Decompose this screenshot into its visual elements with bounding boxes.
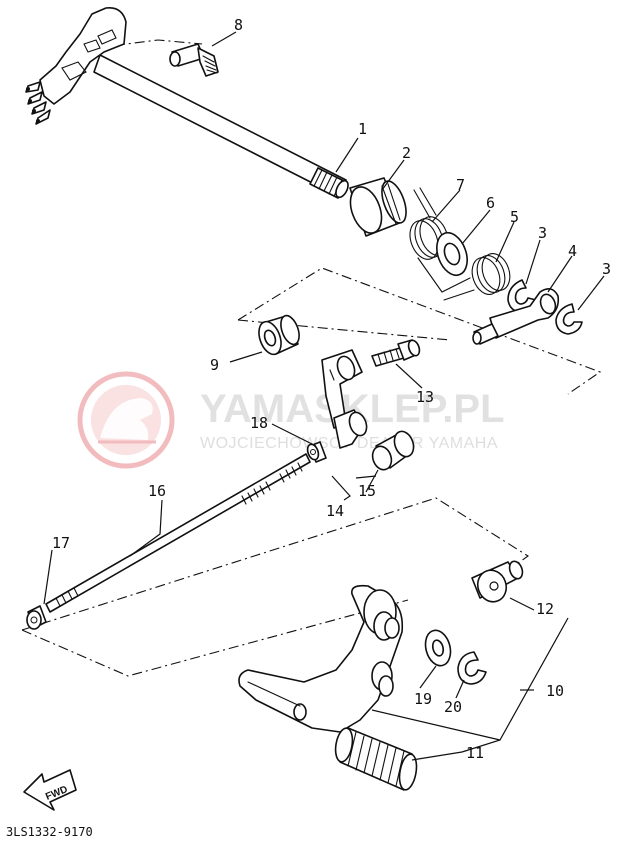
circlip-20: [457, 651, 487, 685]
washer-6: [436, 231, 468, 277]
watermark: YAMASKLEP.PL WOJCIECHOWSCY DEALER YAMAHA: [77, 371, 505, 469]
spring-5: [443, 253, 511, 301]
nut-18: [306, 441, 327, 463]
callout-3b: 3: [602, 260, 611, 278]
callout-11: 11: [466, 744, 484, 762]
callout-labels: 1 2 7 6 5 3 4 3 8 9 13 18 15 14 16 17 12…: [52, 16, 611, 762]
drawing-code: 3LS1332-9170: [6, 825, 93, 839]
callout-7: 7: [456, 176, 465, 194]
callout-12: 12: [536, 600, 554, 618]
callout-10: 10: [546, 682, 564, 700]
shift-arm: [472, 288, 560, 345]
rod-end-cap: [371, 430, 415, 471]
callout-5: 5: [510, 208, 519, 226]
callout-2: 2: [402, 144, 411, 162]
callout-18: 18: [250, 414, 268, 432]
nut-17: [26, 605, 47, 630]
callout-19: 19: [414, 690, 432, 708]
bolt-13: [371, 339, 421, 367]
callout-13: 13: [416, 388, 434, 406]
bearing: [258, 314, 300, 356]
torsion-spring: [409, 187, 471, 293]
callout-14: 14: [326, 502, 344, 520]
leader-lines: [43, 31, 605, 761]
callout-20: 20: [444, 698, 462, 716]
shift-shaft: [25, 6, 349, 199]
rod-joint: [321, 349, 368, 449]
washer-19: [424, 629, 452, 667]
callout-8: 8: [234, 16, 243, 34]
callout-3a: 3: [538, 224, 547, 242]
rod-end-12: [471, 560, 524, 603]
callout-1: 1: [358, 120, 367, 138]
callout-15: 15: [358, 482, 376, 500]
watermark-logo: [77, 371, 175, 469]
shift-rod: [45, 453, 311, 613]
foot-peg-rubber: [334, 727, 418, 791]
circlip-3b: [555, 303, 583, 335]
callout-9: 9: [210, 356, 219, 374]
callout-6: 6: [486, 194, 495, 212]
fwd-arrow: FWD: [23, 769, 77, 811]
shift-pedal: [238, 584, 404, 733]
stud-bolt: [169, 43, 219, 77]
callout-4: 4: [568, 242, 577, 260]
callout-16: 16: [148, 482, 166, 500]
callout-17: 17: [52, 534, 70, 552]
collar: [349, 177, 407, 237]
circlip-3a: [507, 279, 537, 313]
